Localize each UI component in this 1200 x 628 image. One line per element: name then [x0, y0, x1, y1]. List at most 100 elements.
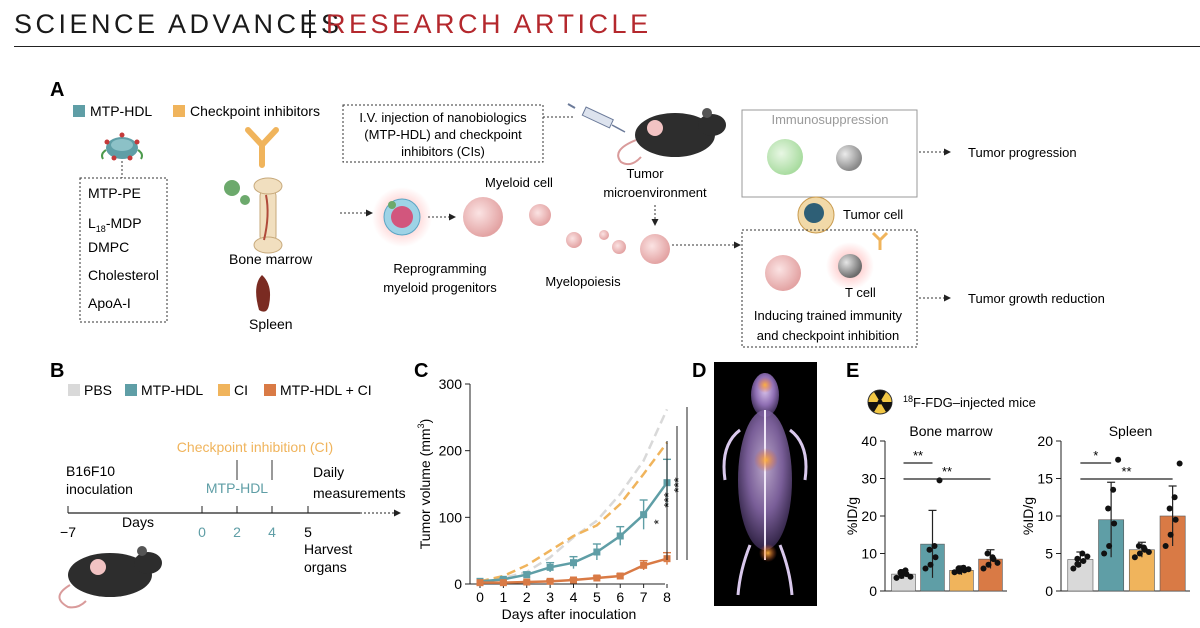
tumor-micro-line-1: Tumor [626, 166, 664, 181]
bar-data-point [1176, 460, 1183, 467]
legend-swatch-mtp [73, 105, 85, 117]
legend-swatch-mtp-b [125, 384, 137, 396]
data-point [640, 561, 648, 569]
tumor-cell-icon [797, 196, 835, 234]
data-point [570, 576, 577, 584]
chart-c-ytick-label: 0 [454, 576, 462, 592]
suppressed-tcell-icon [836, 145, 862, 171]
myelopoiesis-cell-3 [599, 230, 609, 240]
bar-data-point [955, 565, 962, 572]
bar-chart-ytick-label: 15 [1037, 471, 1053, 487]
chart-c-xtick-label: 2 [523, 589, 531, 605]
legend-swatch-ci-b [218, 384, 230, 396]
myeloid-cell-icon [463, 197, 503, 237]
chart-c-xtick-label: 3 [546, 589, 554, 605]
bar-data-point [1140, 544, 1147, 551]
chart-c-ytick-label: 100 [439, 509, 463, 525]
bar-data-point [965, 566, 972, 573]
series-line-pbs [479, 408, 669, 583]
injection-line-3: inhibitors (CIs) [401, 144, 485, 159]
bar-data-point [922, 565, 929, 572]
timeline-label-4: 4 [268, 524, 276, 540]
bar-data-point [994, 559, 1001, 566]
bar-chart-ytick-label: 20 [1037, 433, 1053, 449]
bar-data-point [1110, 486, 1117, 493]
data-point [546, 577, 554, 585]
myelopoiesis-label: Myelopoiesis [545, 274, 621, 289]
bone-marrow-label: Bone marrow [229, 251, 313, 267]
bar-data-point [1106, 543, 1113, 549]
sig-label-1: * [651, 519, 666, 524]
chart-c-xtick-label: 4 [570, 589, 578, 605]
spleen-label: Spleen [249, 316, 293, 332]
harvest-line-1: Harvest [304, 541, 352, 557]
harvest-line-2: organs [304, 559, 347, 575]
checkpoint-inhibition-label: Checkpoint inhibition (CI) [177, 439, 333, 455]
bar-data-point [1111, 520, 1118, 527]
injection-line-2: (MTP-HDL) and checkpoint [364, 127, 522, 142]
tcell-icon [838, 254, 862, 278]
bar-data-point [984, 550, 991, 557]
legend-combo: MTP-HDL + CI [280, 382, 372, 398]
chart-c-xtick-label: 5 [593, 589, 601, 605]
chart-c-ylabel: Tumor volume (mm3) [416, 419, 433, 550]
bar-data-point [1101, 550, 1108, 557]
data-point [546, 563, 554, 571]
bar-data-point [1084, 553, 1091, 560]
components-box [79, 177, 168, 323]
days-label: Days [122, 514, 154, 530]
trained-myeloid-cell-icon [765, 255, 801, 291]
bar-chart-title: Bone marrow [909, 423, 993, 439]
bar-data-point [980, 565, 987, 572]
pet-ct-image [714, 362, 817, 606]
header-rule [14, 46, 1200, 47]
data-point [570, 559, 577, 567]
bar-data-point [1136, 550, 1143, 557]
b16-line-2: inoculation [66, 481, 133, 497]
component-mtp-pe: MTP-PE [88, 185, 141, 201]
component-cholesterol: Cholesterol [88, 267, 159, 283]
bar-data-point [893, 574, 900, 581]
tumor-micro-cell [640, 234, 670, 264]
legend-mtp-hdl-b: MTP-HDL [141, 382, 203, 398]
sig-label: ** [942, 464, 952, 479]
bar-chart-title: Spleen [1109, 423, 1153, 439]
radiation-icon [867, 389, 893, 415]
bar-data-point [926, 546, 933, 553]
component-dmpc: DMPC [88, 239, 129, 255]
tumor-micro-line-2: microenvironment [603, 185, 707, 200]
bar-chart-ytick-label: 10 [1037, 508, 1053, 524]
bar-chart-ylabel: %ID/g [1020, 497, 1036, 535]
bar-data-point [1105, 505, 1112, 512]
injection-box [342, 104, 544, 163]
bar-chart-ytick-label: 0 [1045, 583, 1053, 599]
chart-c-xtick-label: 7 [640, 589, 648, 605]
syringe-icon [567, 103, 626, 133]
immunosuppression-label: Immunosuppression [771, 112, 888, 127]
inducing-line-1: Inducing trained immunity [754, 308, 903, 323]
data-point [616, 572, 624, 580]
panel-b-label: B [50, 360, 64, 382]
b16-line-1: B16F10 [66, 463, 115, 479]
legend-checkpoint-inhibitors: Checkpoint inhibitors [190, 103, 320, 119]
data-point [640, 511, 648, 519]
timeline-label-5: 5 [304, 524, 312, 540]
bar-data-point [1074, 561, 1081, 567]
small-antibody-icon [871, 231, 889, 250]
bar-data-point [1131, 554, 1138, 561]
mtp-hdl-timeline-label: MTP-HDL [206, 480, 268, 496]
chart-c-xtick-label: 0 [476, 589, 484, 605]
timeline-label-m7: −7 [60, 524, 76, 540]
bar-data-point [907, 573, 914, 580]
sig-label-2: *** [661, 492, 676, 507]
bar-data-point [1135, 543, 1142, 549]
component-apoa-i: ApoA-I [88, 295, 131, 311]
bar-data-point [1079, 550, 1086, 557]
myeloid-cell-label: Myeloid cell [485, 175, 553, 190]
mouse-icon [617, 108, 726, 166]
reprogramming-line-2: myeloid progenitors [383, 280, 497, 295]
chart-c-ytick-label: 200 [439, 443, 463, 459]
bar-data-point [902, 567, 909, 574]
